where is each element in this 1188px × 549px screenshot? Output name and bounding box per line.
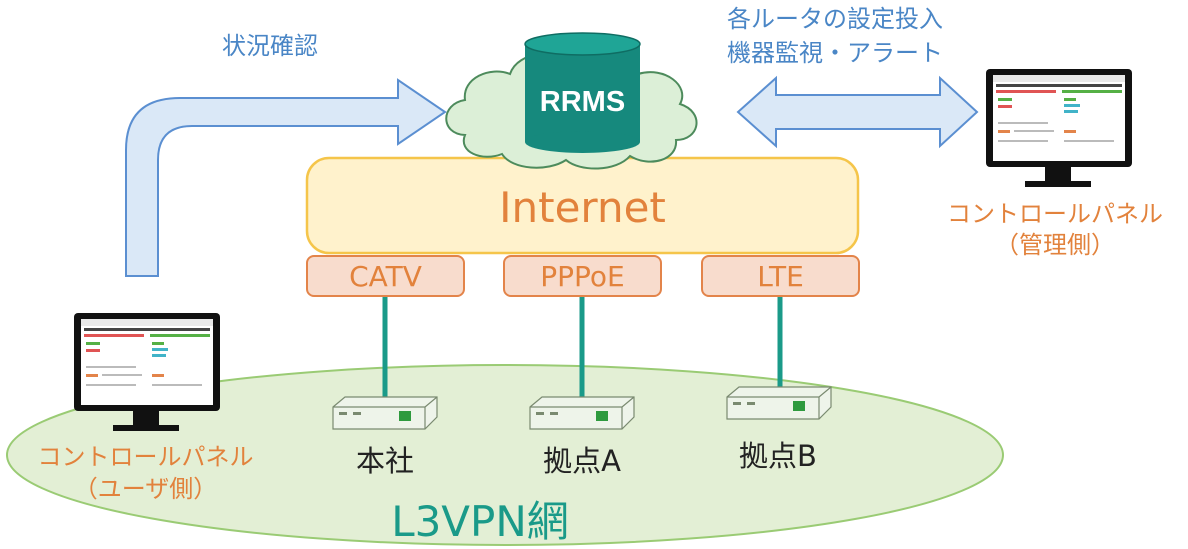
database-icon (524, 32, 641, 153)
settings-label-line2: 機器監視・アラート (727, 39, 943, 67)
site-label-site-a: 拠点A (543, 444, 621, 478)
connection-box-catv: CATV (306, 255, 465, 297)
site-label-hq: 本社 (355, 444, 414, 478)
status-check-label: 状況確認 (222, 32, 318, 60)
arrow-icon (125, 78, 447, 277)
router-icon-site-b (726, 386, 832, 420)
router-icon-site-a (529, 396, 635, 430)
admin-panel-label-line2: （管理側） (995, 231, 1115, 259)
router-icon-hq (332, 396, 438, 430)
double-arrow-icon (736, 75, 979, 149)
user-monitor-icon (74, 313, 220, 431)
user-panel-label-line2: （ユーザ側） (73, 475, 218, 503)
user-panel-label-line1: コントロールパネル (37, 443, 254, 471)
db-label: RRMS (539, 86, 626, 118)
site-label-site-b: 拠点B (739, 439, 817, 473)
internet-label: Internet (499, 183, 666, 232)
admin-panel-label-line1: コントロールパネル (947, 200, 1163, 228)
connection-box-pppoe: PPPoE (503, 255, 662, 297)
admin-monitor-icon (986, 69, 1132, 187)
settings-label-line1: 各ルータの設定投入 (727, 5, 943, 33)
network-label: L3VPN網 (391, 497, 569, 546)
connection-box-lte: LTE (701, 255, 860, 297)
